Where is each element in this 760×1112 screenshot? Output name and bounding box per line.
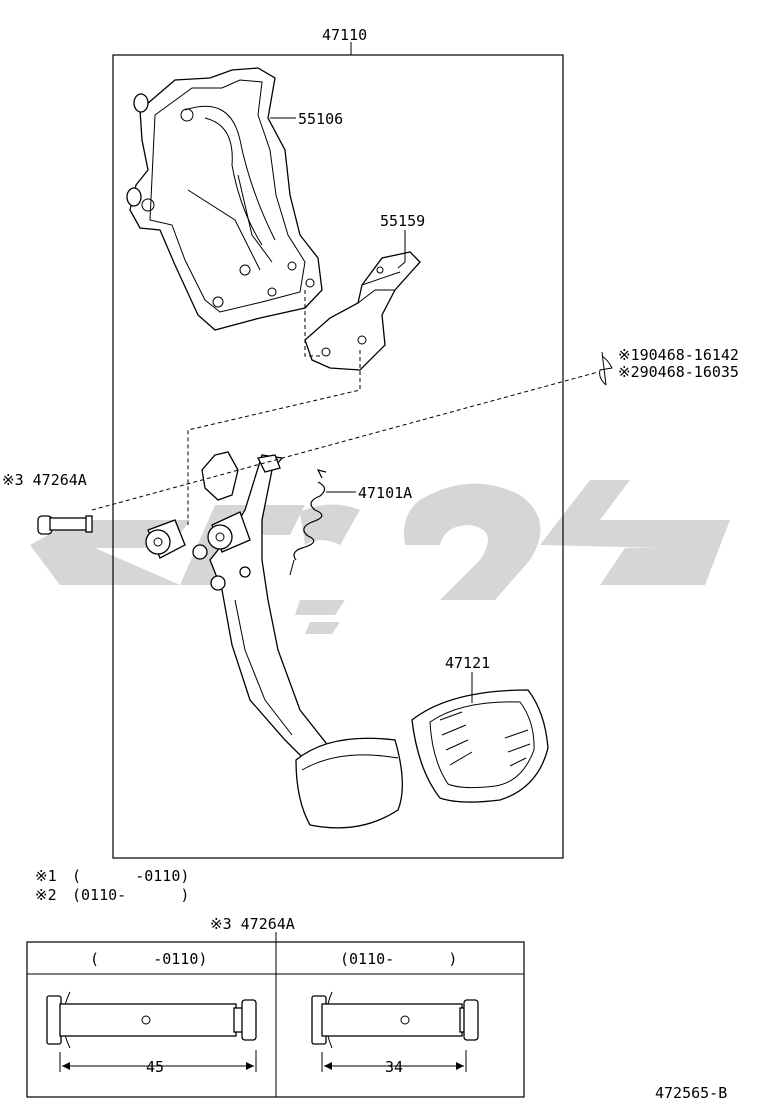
label-clip-2: ※290468-16035	[618, 363, 739, 381]
pin-47264A	[37, 515, 93, 535]
note2-mark: ※2	[35, 886, 57, 904]
label-55159: 55159	[380, 212, 425, 230]
assembly-frame	[112, 54, 564, 859]
label-55106: 55106	[298, 110, 343, 128]
detail-col2-header: (0110- )	[340, 950, 457, 968]
note2-range: (0110- )	[72, 886, 189, 904]
pin-variant-2	[311, 991, 479, 1049]
label-47121: 47121	[445, 654, 490, 672]
spring-47101A	[289, 469, 327, 576]
label-47264A: ※3 47264A	[2, 471, 87, 489]
bracket-55106	[126, 67, 323, 331]
watermark-logo	[30, 480, 730, 634]
diagram-id: 472565-B	[655, 1084, 727, 1102]
label-clip-1: ※190468-16142	[618, 346, 739, 364]
pin-bushings	[145, 454, 281, 591]
pad-47121	[411, 689, 549, 803]
pin-variant-1	[46, 991, 257, 1049]
dim-34: 34	[385, 1058, 403, 1076]
dim-45: 45	[146, 1058, 164, 1076]
clip-part	[599, 351, 613, 386]
note1-mark: ※1	[35, 867, 57, 885]
detail-col1-header: ( -0110)	[90, 950, 207, 968]
support-55159	[304, 251, 421, 371]
detail-title: ※3 47264A	[210, 915, 295, 933]
note1-range: ( -0110)	[72, 867, 189, 885]
label-47110: 47110	[322, 26, 367, 44]
label-47101A: 47101A	[358, 484, 412, 502]
